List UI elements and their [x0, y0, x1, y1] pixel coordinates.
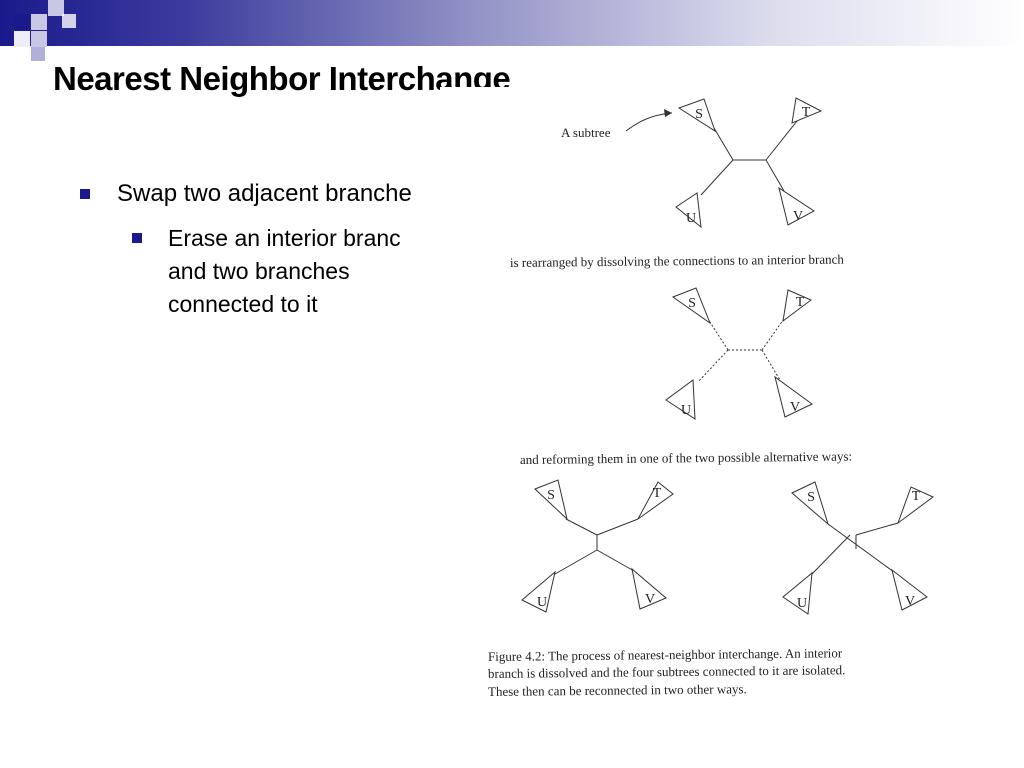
- leaf-label-u: U: [537, 595, 547, 610]
- leaf-label-u: U: [797, 596, 807, 611]
- decor-square: [14, 14, 30, 30]
- bullet-level-2: Erase an interior branc and two branches…: [132, 222, 401, 321]
- leaf-label-s: S: [695, 107, 703, 122]
- header-banner: [0, 0, 1024, 46]
- decor-square: [62, 14, 76, 28]
- tree-alternative-1: [521, 479, 674, 613]
- leaf-label-s: S: [688, 296, 696, 311]
- leaf-label-s: S: [547, 488, 555, 503]
- leaf-label-t: T: [653, 486, 662, 501]
- bullet-line: and two branches: [168, 258, 350, 284]
- tree-alternative-2: [782, 481, 934, 615]
- decor-square: [31, 47, 45, 61]
- bullet-square-icon: [80, 189, 90, 199]
- leaf-labels: S T U V S T U V S T U V S T U V: [537, 105, 921, 611]
- figure-caption-line: Figure 4.2: The process of nearest-neigh…: [488, 645, 843, 664]
- slide-title: Nearest Neighbor Interchange: [53, 60, 511, 97]
- figure-caption-line: branch is dissolved and the four subtree…: [488, 662, 846, 681]
- bullet-level-1: Swap two adjacent branche: [80, 180, 412, 208]
- leaf-label-v: V: [905, 594, 915, 609]
- decor-square: [31, 31, 47, 47]
- tree-dissolved: [665, 287, 813, 420]
- subtree-annotation: A subtree: [561, 125, 611, 140]
- bullet-text: Swap two adjacent branche: [117, 180, 412, 207]
- leaf-label-v: V: [645, 592, 655, 607]
- nni-figure-drawing: S T U V S T U V S T U V S T U V A subtre…: [488, 97, 934, 699]
- bullet-text-block: Erase an interior branc and two branches…: [168, 222, 401, 321]
- leaf-label-t: T: [912, 489, 921, 504]
- nni-figure: S T U V S T U V S T U V S T U V A subtre…: [440, 87, 980, 712]
- leaf-label-s: S: [807, 490, 815, 505]
- figure-caption-line: These then can be reconnected in two oth…: [488, 681, 747, 699]
- figure-caption-step-2: and reforming them in one of the two pos…: [520, 449, 852, 467]
- tree-original: [625, 97, 823, 229]
- decor-square: [31, 14, 47, 30]
- leaf-label-v: V: [793, 209, 803, 224]
- leaf-label-t: T: [802, 105, 811, 120]
- decor-square: [48, 0, 64, 16]
- bullet-line: Erase an interior branc: [168, 225, 401, 251]
- leaf-label-u: U: [681, 403, 691, 418]
- leaf-label-u: U: [686, 211, 696, 226]
- leaf-label-t: T: [796, 295, 805, 310]
- bullet-line: connected to it: [168, 291, 318, 317]
- leaf-label-v: V: [790, 400, 800, 415]
- bullet-square-icon: [132, 233, 142, 243]
- figure-caption-step-1: is rearranged by dissolving the connecti…: [510, 251, 845, 270]
- decor-square: [14, 31, 30, 47]
